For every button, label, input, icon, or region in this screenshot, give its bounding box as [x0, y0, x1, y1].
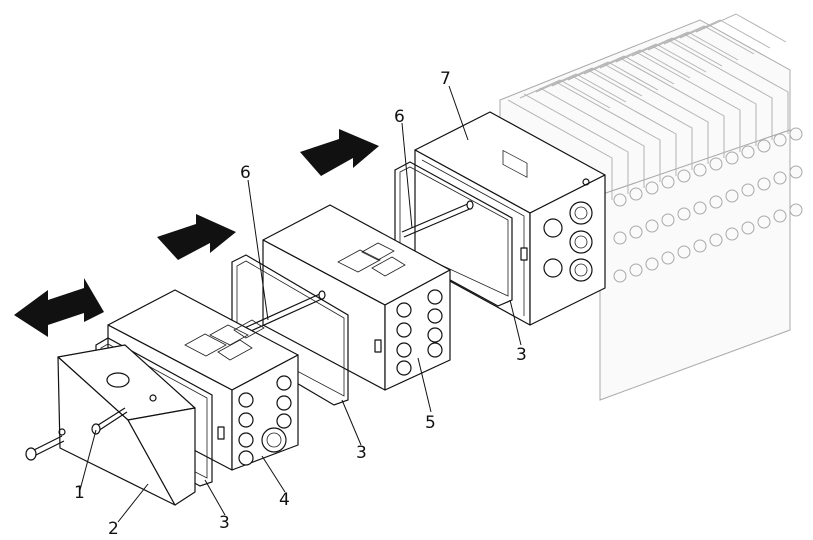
valve-port	[677, 245, 691, 259]
valve-port	[789, 203, 803, 217]
valve-port	[773, 171, 787, 185]
valve-port	[725, 151, 739, 165]
module-4-status-leds	[184, 319, 265, 361]
valve-slice	[571, 75, 677, 176]
valve-port	[629, 263, 643, 277]
valve-slice	[635, 51, 741, 152]
valve-port	[645, 257, 659, 271]
valve-slice-top	[599, 49, 691, 79]
valve-port	[757, 215, 771, 229]
valve-port	[709, 157, 723, 171]
valve-slice	[587, 69, 693, 170]
tie-rod-6-right	[401, 200, 474, 238]
valve-slice	[619, 57, 725, 158]
callout-3-middle: 3	[356, 443, 367, 463]
valve-slice-top	[615, 43, 707, 73]
valve-terminal	[499, 13, 803, 401]
valve-port	[693, 163, 707, 177]
callout-6-left: 6	[240, 163, 251, 183]
valve-port	[645, 181, 659, 195]
valve-slice	[667, 39, 773, 140]
valve-slice	[651, 45, 757, 146]
valve-port	[661, 251, 675, 265]
module-7-bus-node	[414, 111, 606, 326]
valve-slice	[523, 93, 629, 194]
valve-port	[773, 209, 787, 223]
valve-port	[757, 177, 771, 191]
valve-port	[693, 239, 707, 253]
valve-slice	[539, 87, 645, 188]
valve-port	[725, 227, 739, 241]
valve-port	[661, 213, 675, 227]
module-7-connectors	[543, 178, 593, 282]
module-5-connectors	[396, 289, 443, 376]
valve-port	[773, 133, 787, 147]
callout-1: 1	[74, 483, 85, 503]
module-5-io-module	[262, 204, 451, 391]
valve-port	[709, 195, 723, 209]
valve-port	[613, 193, 627, 207]
valve-port	[645, 219, 659, 233]
callout-3-right: 3	[516, 345, 527, 365]
valve-slice-top	[631, 37, 723, 67]
callout-6-right: 6	[394, 107, 405, 127]
valve-slice-top	[567, 61, 659, 91]
valve-slice-top	[663, 25, 755, 55]
valve-slice	[507, 99, 613, 200]
callout-5: 5	[425, 413, 436, 433]
module-5-status-leds	[337, 242, 406, 277]
valve-slice-top	[695, 13, 787, 43]
valve-port	[613, 231, 627, 245]
callout-7: 7	[440, 69, 451, 89]
end-plate-2	[57, 344, 196, 506]
valve-port	[725, 189, 739, 203]
valve-port	[741, 221, 755, 235]
valve-slice-top	[535, 73, 627, 103]
valve-slice-top	[519, 79, 611, 109]
valve-slice-top	[551, 67, 643, 97]
callout-3-left: 3	[219, 513, 230, 533]
callout-4: 4	[279, 490, 290, 510]
valve-port	[757, 139, 771, 153]
valve-port	[789, 127, 803, 141]
valve-port	[741, 183, 755, 197]
valve-slice-top	[647, 31, 739, 61]
valve-port	[629, 225, 643, 239]
valve-port	[677, 169, 691, 183]
valve-port	[629, 187, 643, 201]
screw-1-upper	[91, 407, 128, 435]
double-arrow	[14, 278, 104, 337]
tie-rod-6-left	[239, 290, 326, 336]
arrow-2	[300, 129, 379, 176]
valve-slice	[603, 63, 709, 164]
arrow-1	[157, 214, 236, 260]
module-4-connectors	[238, 375, 292, 466]
callout-labels: 1 2 3 4 3 5 3 6 6 7	[74, 69, 527, 539]
valve-slice-top	[583, 55, 675, 85]
valve-port	[661, 175, 675, 189]
valve-slice	[555, 81, 661, 182]
valve-port	[789, 165, 803, 179]
valve-port	[677, 207, 691, 221]
valve-port	[613, 269, 627, 283]
leader-lines	[79, 85, 522, 523]
callout-2: 2	[108, 519, 119, 539]
valve-port	[741, 145, 755, 159]
valve-slice-top	[679, 19, 771, 49]
valve-port	[709, 233, 723, 247]
valve-port	[693, 201, 707, 215]
screw-1-lower	[25, 435, 65, 461]
valve-slice	[683, 33, 789, 134]
